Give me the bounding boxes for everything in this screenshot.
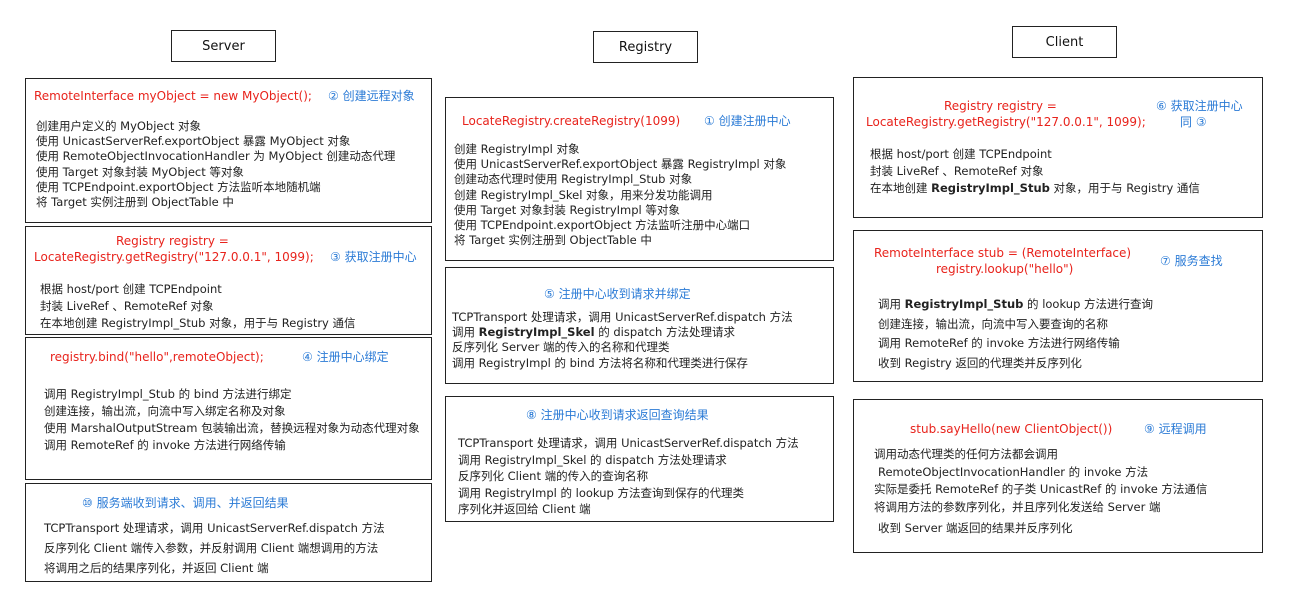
server-get-registry-code-1: Registry registry = bbox=[116, 234, 229, 248]
client-invoke-line-4: 将调用方法的参数序列化，并且序列化发送给 Server 端 bbox=[874, 499, 1161, 514]
create-registry-line-7: 将 Target 实例注册到 ObjectTable 中 bbox=[454, 233, 652, 248]
create-object-line-6: 将 Target 实例注册到 ObjectTable 中 bbox=[36, 195, 234, 210]
create-registry-line-1: 创建 RegistryImpl 对象 bbox=[454, 142, 580, 156]
registry-bind-step: ⑤ 注册中心收到请求并绑定 bbox=[544, 287, 691, 301]
client-invoke-box: stub.sayHello(new ClientObject()) ⑨ 远程调用… bbox=[853, 399, 1263, 553]
server-handle-call-line-3: 将调用之后的结果序列化，并返回 Client 端 bbox=[44, 561, 269, 575]
server-handle-call-step: ⑩ 服务端收到请求、调用、并返回结果 bbox=[82, 496, 289, 510]
client-get-registry-code-1: Registry registry = bbox=[944, 99, 1057, 113]
client-lookup-step: ⑦ 服务查找 bbox=[1160, 254, 1223, 268]
client-lookup-line-2: 创建连接，输出流，向流中写入要查询的名称 bbox=[878, 316, 1108, 331]
create-object-line-1: 创建用户定义的 MyObject 对象 bbox=[36, 119, 201, 133]
registry-lookup-line-4: 调用 RegistryImpl 的 lookup 方法查询到保存的代理类 bbox=[458, 485, 744, 500]
create-registry-step: ① 创建注册中心 bbox=[704, 114, 791, 128]
registry-lookup-line-2: 调用 RegistryImpl_Skel 的 dispatch 方法处理请求 bbox=[458, 452, 727, 467]
client-lookup-line-1: 调用 RegistryImpl_Stub 的 lookup 方法进行查询 bbox=[878, 297, 1154, 311]
registry-create-box: LocateRegistry.createRegistry(1099) ① 创建… bbox=[445, 97, 834, 261]
create-registry-line-6: 使用 TCPEndpoint.exportObject 方法监听注册中心端口 bbox=[454, 218, 751, 233]
client-invoke-line-2: RemoteObjectInvocationHandler 的 invoke 方… bbox=[878, 464, 1149, 479]
server-get-registry-line-2: 封装 LiveRef 、RemoteRef 对象 bbox=[40, 299, 214, 313]
client-get-registry-code-2: LocateRegistry.getRegistry("127.0.0.1", … bbox=[866, 115, 1146, 129]
bind-line-2: 创建连接，输出流，向流中写入绑定名称及对象 bbox=[44, 404, 286, 418]
client-get-registry-line-3: 在本地创建 RegistryImpl_Stub 对象，用于与 Registry … bbox=[870, 181, 1200, 195]
server-handle-call-line-2: 反序列化 Client 端传入参数，并反射调用 Client 端想调用的方法 bbox=[44, 541, 379, 555]
registry-bind-line-3: 反序列化 Server 端的传入的名称和代理类 bbox=[452, 340, 670, 355]
registry-bind-line-1: TCPTransport 处理请求，调用 UnicastServerRef.di… bbox=[452, 310, 793, 324]
client-invoke-line-3: 实际是委托 RemoteRef 的子类 UnicastRef 的 invoke … bbox=[874, 482, 1208, 496]
registry-lookup-line-5: 序列化并返回给 Client 端 bbox=[458, 502, 591, 516]
registry-lookup-line-3: 反序列化 Client 端的传入的查询名称 bbox=[458, 469, 649, 483]
client-invoke-line-1: 调用动态代理类的任何方法都会调用 bbox=[874, 447, 1058, 461]
create-object-step: ② 创建远程对象 bbox=[328, 89, 415, 103]
server-get-registry-line-3: 在本地创建 RegistryImpl_Stub 对象，用于与 Registry … bbox=[40, 316, 356, 330]
client-header-label: Client bbox=[1045, 34, 1084, 50]
create-object-line-5: 使用 TCPEndpoint.exportObject 方法监听本地随机端 bbox=[36, 179, 321, 194]
create-object-code: RemoteInterface myObject = new MyObject(… bbox=[34, 89, 312, 103]
server-header-label: Server bbox=[202, 38, 245, 54]
server-get-registry-box: Registry registry = LocateRegistry.getRe… bbox=[25, 226, 432, 335]
client-get-registry-line-1: 根据 host/port 创建 TCPEndpoint bbox=[870, 147, 1052, 161]
create-object-line-3: 使用 RemoteObjectInvocationHandler 为 MyObj… bbox=[36, 149, 396, 164]
server-get-registry-line-1: 根据 host/port 创建 TCPEndpoint bbox=[40, 282, 222, 296]
registry-lookup-step: ⑧ 注册中心收到请求返回查询结果 bbox=[526, 408, 709, 422]
client-get-registry-step-2: 同 ③ bbox=[1180, 115, 1207, 129]
server-get-registry-code-2: LocateRegistry.getRegistry("127.0.0.1", … bbox=[34, 250, 314, 264]
client-lookup-code-2: registry.lookup("hello") bbox=[936, 262, 1074, 276]
server-handle-call-box: ⑩ 服务端收到请求、调用、并返回结果 TCPTransport 处理请求，调用 … bbox=[25, 483, 432, 582]
client-invoke-line-5: 收到 Server 端返回的结果并反序列化 bbox=[878, 521, 1073, 535]
server-header: Server bbox=[171, 30, 276, 62]
server-create-object-title: RemoteInterface myObject = new MyObject(… bbox=[32, 85, 427, 107]
client-lookup-code-1: RemoteInterface stub = (RemoteInterface) bbox=[874, 246, 1132, 260]
bind-code: registry.bind("hello",remoteObject); bbox=[50, 350, 264, 364]
server-handle-call-line-1: TCPTransport 处理请求，调用 UnicastServerRef.di… bbox=[44, 521, 385, 535]
create-object-line-4: 使用 Target 对象封装 MyObject 等对象 bbox=[36, 164, 244, 179]
client-stub-bold: RegistryImpl_Stub bbox=[931, 181, 1050, 195]
bind-step: ④ 注册中心绑定 bbox=[302, 350, 389, 364]
bind-line-1: 调用 RegistryImpl_Stub 的 bind 方法进行绑定 bbox=[44, 387, 292, 401]
create-registry-line-4: 创建 RegistryImpl_Skel 对象，用来分发功能调用 bbox=[454, 187, 713, 202]
create-registry-code: LocateRegistry.createRegistry(1099) bbox=[462, 114, 681, 128]
client-lookup-stub-bold: RegistryImpl_Stub bbox=[904, 297, 1024, 311]
server-bind-box: registry.bind("hello",remoteObject); ④ 注… bbox=[25, 337, 432, 480]
create-registry-line-3: 创建动态代理时使用 RegistryImpl_Stub 对象 bbox=[454, 172, 693, 187]
registry-header: Registry bbox=[593, 31, 698, 63]
client-invoke-code: stub.sayHello(new ClientObject()) bbox=[910, 422, 1113, 436]
registry-skel-bold: RegistryImpl_Skel bbox=[478, 325, 595, 340]
registry-header-label: Registry bbox=[618, 39, 673, 55]
create-registry-line-2: 使用 UnicastServerRef.exportObject 暴露 Regi… bbox=[454, 157, 787, 172]
create-object-line-2: 使用 UnicastServerRef.exportObject 暴露 MyOb… bbox=[36, 134, 351, 149]
client-header: Client bbox=[1012, 26, 1117, 58]
registry-bind-line-2: 调用 RegistryImpl_Skel 的 dispatch 方法处理请求 bbox=[452, 325, 735, 340]
registry-bind-box: ⑤ 注册中心收到请求并绑定 TCPTransport 处理请求，调用 Unica… bbox=[445, 267, 834, 384]
client-lookup-box: RemoteInterface stub = (RemoteInterface)… bbox=[853, 230, 1263, 382]
bind-line-3: 使用 MarshalOutputStream 包装输出流，替换远程对象为动态代理… bbox=[44, 421, 420, 435]
bind-line-4: 调用 RemoteRef 的 invoke 方法进行网络传输 bbox=[44, 438, 286, 452]
client-get-registry-box: Registry registry = LocateRegistry.getRe… bbox=[853, 77, 1263, 218]
registry-lookup-box: ⑧ 注册中心收到请求返回查询结果 TCPTransport 处理请求，调用 Un… bbox=[445, 396, 834, 522]
client-get-registry-line-2: 封装 LiveRef 、RemoteRef 对象 bbox=[870, 164, 1044, 178]
client-invoke-step: ⑨ 远程调用 bbox=[1144, 422, 1207, 436]
create-registry-line-5: 使用 Target 对象封装 RegistryImpl 等对象 bbox=[454, 202, 680, 217]
registry-bind-line-4: 调用 RegistryImpl 的 bind 方法将名称和代理类进行保存 bbox=[452, 355, 748, 370]
client-lookup-line-4: 收到 Registry 返回的代理类并反序列化 bbox=[878, 355, 1082, 370]
client-lookup-line-3: 调用 RemoteRef 的 invoke 方法进行网络传输 bbox=[878, 336, 1120, 350]
registry-lookup-line-1: TCPTransport 处理请求，调用 UnicastServerRef.di… bbox=[458, 436, 799, 450]
server-create-object-box: RemoteInterface myObject = new MyObject(… bbox=[25, 78, 432, 223]
client-get-registry-step-1: ⑥ 获取注册中心 bbox=[1156, 99, 1243, 113]
server-get-registry-step: ③ 获取注册中心 bbox=[330, 250, 417, 264]
